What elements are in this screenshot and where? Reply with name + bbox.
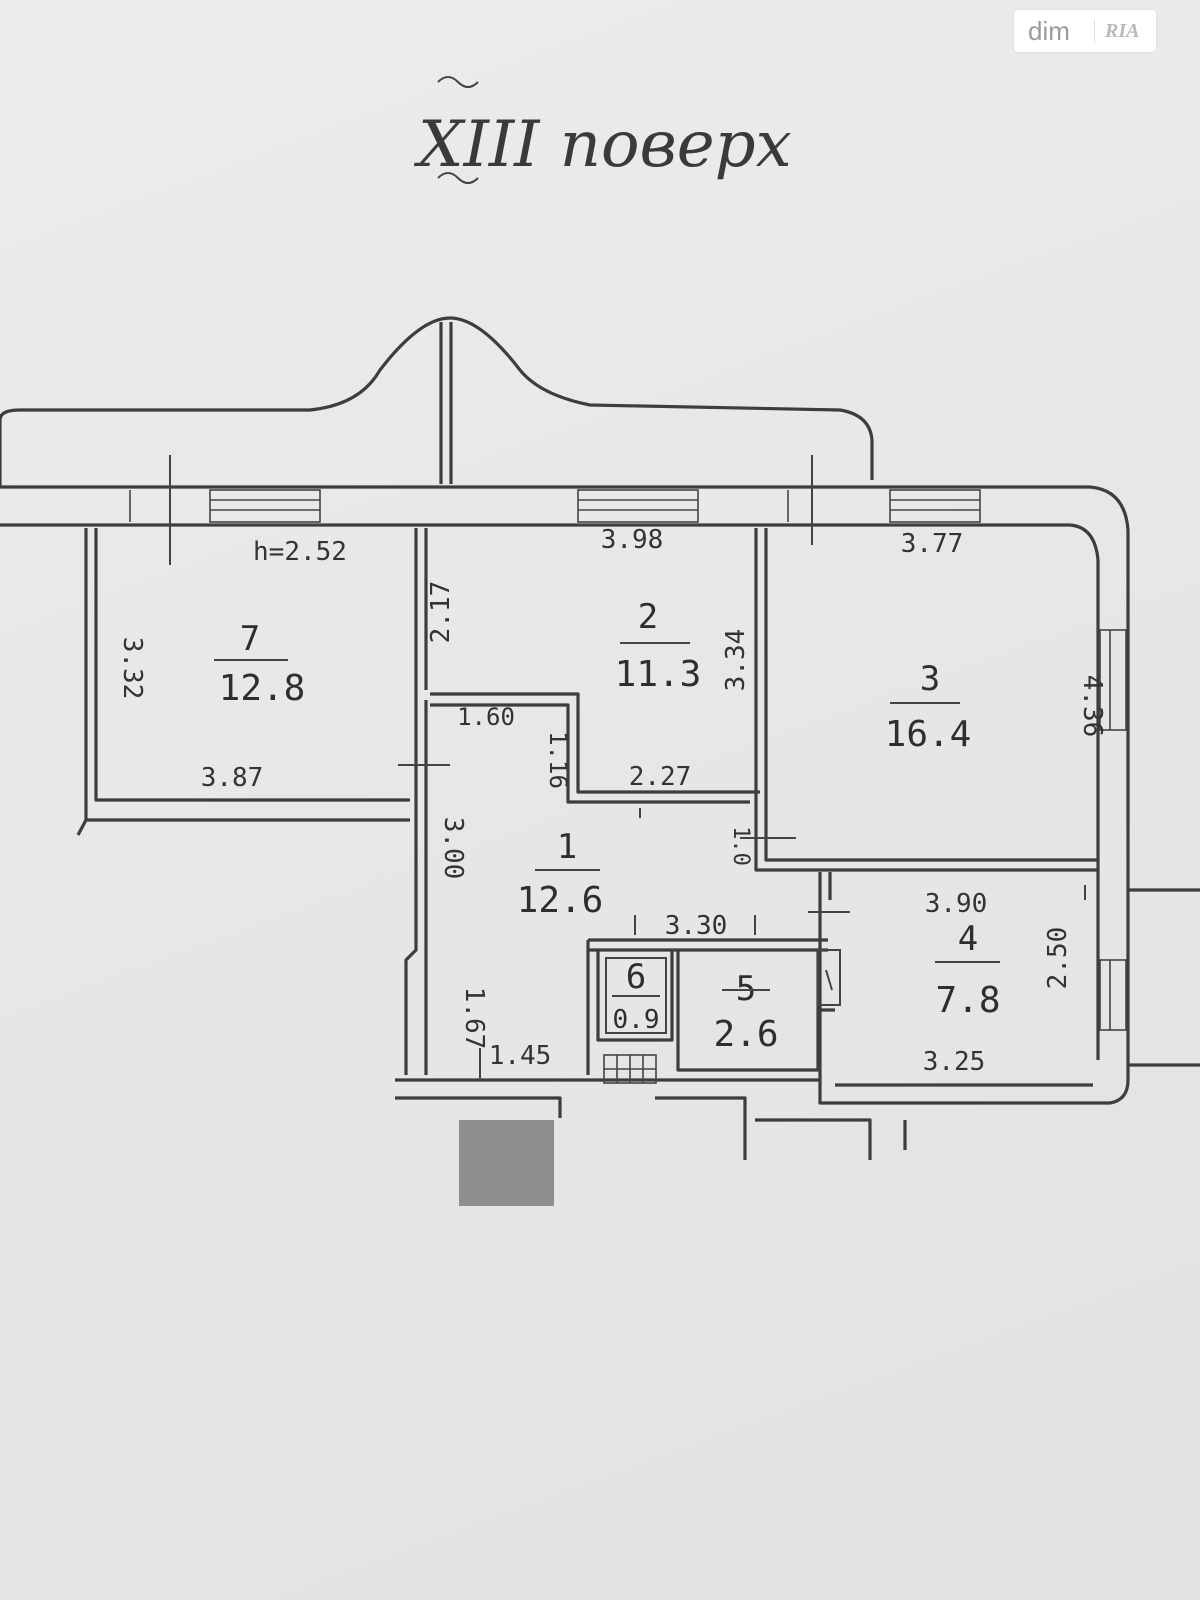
window-right-lower: [1099, 959, 1127, 1031]
room-4-walls: [818, 872, 835, 1080]
dim-room3-depth: 4.36: [1077, 675, 1107, 738]
dim-hall-step: 1.16: [544, 731, 572, 789]
dim-room7-width: 3.87: [201, 763, 264, 793]
dim-room2-width: 3.98: [601, 525, 664, 555]
room-2-number: 2: [638, 597, 658, 637]
room-5-area: 2.6: [713, 1014, 778, 1055]
dim-hall-lower: 1.67: [459, 987, 489, 1050]
ceiling-height-label: h=2.52: [253, 537, 347, 567]
entry-wall-bottom: [395, 1078, 907, 1160]
outer-wall-right: [1093, 560, 1130, 1105]
room-4-area: 7.8: [935, 980, 1000, 1021]
outer-wall-bottom: [818, 1080, 1093, 1105]
outer-wall-top-inner: [0, 523, 1100, 561]
dim-room7-depth: 3.32: [117, 637, 147, 700]
room-4-number: 4: [958, 919, 978, 959]
dim-hall-bottom: 1.45: [489, 1041, 552, 1071]
room-6-box: [605, 957, 667, 1034]
window-top-left: [209, 489, 321, 523]
vent-shaft: [817, 949, 841, 1006]
room-6-number: 6: [626, 957, 646, 997]
dim-bath-width: 3.30: [665, 911, 728, 941]
title-tilde-mark: [437, 76, 479, 88]
watermark-dim-text: dim: [1028, 15, 1070, 46]
room-7-number: 7: [240, 619, 260, 659]
window-right-upper: [1099, 629, 1127, 731]
room-3-area: 16.4: [885, 714, 972, 755]
dim-hall-depth: 3.00: [438, 817, 468, 880]
adjacent-stub-right: [1128, 888, 1200, 1067]
dim-room2-side: 2.17: [426, 581, 456, 644]
wet-rooms-outer: [586, 938, 828, 1075]
vent-mark: [825, 969, 833, 991]
dim-room4-width: 3.90: [925, 889, 988, 919]
partition-left: [404, 528, 428, 1075]
room-1-number: 1: [557, 827, 577, 867]
outer-wall-top: [0, 485, 1130, 620]
redaction-block: [459, 1120, 554, 1206]
watermark-ria-logo: RIA: [1094, 19, 1139, 43]
floor-title: XIII поверх: [413, 108, 792, 182]
room-3-number: 3: [920, 659, 940, 699]
site-watermark: dim RIA: [1014, 10, 1156, 52]
title-tilde-mark: [437, 172, 479, 184]
dim-room4-bottom: 3.25: [923, 1047, 986, 1077]
room-7-area: 12.8: [219, 668, 306, 709]
balcony-outline: [0, 316, 874, 487]
dim-hall-width: 2.27: [629, 762, 692, 792]
room-2-lower-wall: [430, 692, 760, 804]
window-top-mid: [577, 489, 699, 523]
room-2-area: 11.3: [615, 654, 702, 695]
dim-room3-width: 3.77: [901, 529, 964, 559]
balcony-divider: [439, 322, 453, 484]
dim-hall-top: 1.60: [457, 703, 515, 731]
room-6-area: 0.9: [613, 1005, 660, 1035]
dim-hall-small: 1.0: [728, 826, 753, 866]
room-7-walls: [76, 528, 410, 836]
dim-room2-depth: 3.34: [721, 629, 751, 692]
dim-room4-depth: 2.50: [1043, 927, 1073, 990]
window-top-right: [889, 489, 981, 523]
stove-icon: [603, 1054, 657, 1084]
room-1-area: 12.6: [517, 880, 604, 921]
partition-room2-room3: [754, 528, 1098, 872]
